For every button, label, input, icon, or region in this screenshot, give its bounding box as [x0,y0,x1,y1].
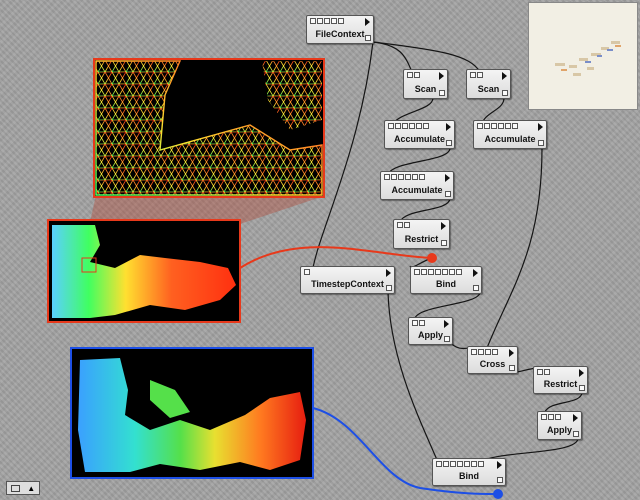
node-label: Accumulate [391,185,443,195]
node-label: Apply [417,330,443,340]
play-arrow-icon[interactable] [538,123,543,131]
wire-filecontext-scan2 [372,41,481,73]
node-label: Apply [546,425,572,435]
play-arrow-icon[interactable] [445,174,450,182]
play-arrow-icon[interactable] [473,269,478,277]
mesh-zoom-inset[interactable] [93,58,325,198]
play-arrow-icon[interactable] [446,123,451,131]
overview-minimap[interactable] [528,2,638,110]
zoom-wedge [82,195,324,272]
node-label: Accumulate [484,134,536,144]
output-port[interactable] [446,140,452,146]
blue-viewport[interactable] [70,347,314,479]
node-accumulate-1[interactable]: Accumulate [384,120,455,149]
node-restrict-2[interactable]: Restrict [533,366,588,394]
play-arrow-icon[interactable] [497,461,502,469]
wire-restrict2-apply2 [544,391,583,413]
play-arrow-icon[interactable] [444,320,449,328]
output-port[interactable] [386,285,392,291]
node-label: Restrict [543,379,578,389]
output-port[interactable] [473,285,479,291]
output-port[interactable] [573,431,579,437]
output-port[interactable] [445,191,451,197]
output-port[interactable] [365,35,371,41]
dropdown-arrow-icon[interactable]: ▲ [27,483,36,493]
node-scan-2[interactable]: Scan [466,69,511,99]
node-accumulate-3[interactable]: Accumulate [380,171,454,200]
workspace-tool[interactable]: ▲ [6,481,40,495]
play-arrow-icon[interactable] [509,349,514,357]
output-port[interactable] [538,140,544,146]
output-port[interactable] [439,90,445,96]
play-arrow-icon[interactable] [573,414,578,422]
output-port[interactable] [509,365,515,371]
node-label: TimestepContext [311,279,384,289]
play-arrow-icon[interactable] [579,369,584,377]
wire-filecontext-scan1 [372,41,413,73]
layout-icon[interactable] [10,484,20,492]
node-bind-1[interactable]: Bind [410,266,482,294]
node-accumulate-2[interactable]: Accumulate [473,120,547,149]
play-arrow-icon[interactable] [365,18,370,26]
minimap-content [555,41,621,76]
node-label: Bind [459,471,479,481]
wire-acc2-cross [486,147,543,349]
wire-bind1-apply1 [414,291,481,319]
node-label: Cross [479,359,506,369]
node-scan-1[interactable]: Scan [403,69,448,99]
node-filecontext[interactable]: FileContext [306,15,374,44]
output-port[interactable] [497,477,503,483]
node-label: Restrict [404,234,439,244]
wire-filecontext-timestep [312,41,374,269]
node-label: Scan [477,84,500,94]
play-arrow-icon[interactable] [502,72,507,80]
node-apply-1[interactable]: Apply [408,317,453,345]
red-connector-dot[interactable] [427,253,437,263]
red-viewport[interactable] [47,219,241,323]
output-port[interactable] [579,385,585,391]
play-arrow-icon[interactable] [386,269,391,277]
node-label: Accumulate [393,134,446,144]
node-apply-2[interactable]: Apply [537,411,582,440]
output-port[interactable] [444,336,450,342]
node-cross[interactable]: Cross [467,346,518,374]
node-timestepcontext[interactable]: TimestepContext [300,266,395,294]
blue-connector-dot[interactable] [493,489,503,499]
output-port[interactable] [441,240,447,246]
play-arrow-icon[interactable] [441,222,446,230]
node-label: Bind [436,279,456,289]
play-arrow-icon[interactable] [439,72,444,80]
output-port[interactable] [502,90,508,96]
node-label: Scan [414,84,437,94]
wire-red-viewer [239,246,433,269]
node-restrict-1[interactable]: Restrict [393,219,450,249]
node-bind-2[interactable]: Bind [432,458,506,486]
node-label: FileContext [315,29,365,39]
